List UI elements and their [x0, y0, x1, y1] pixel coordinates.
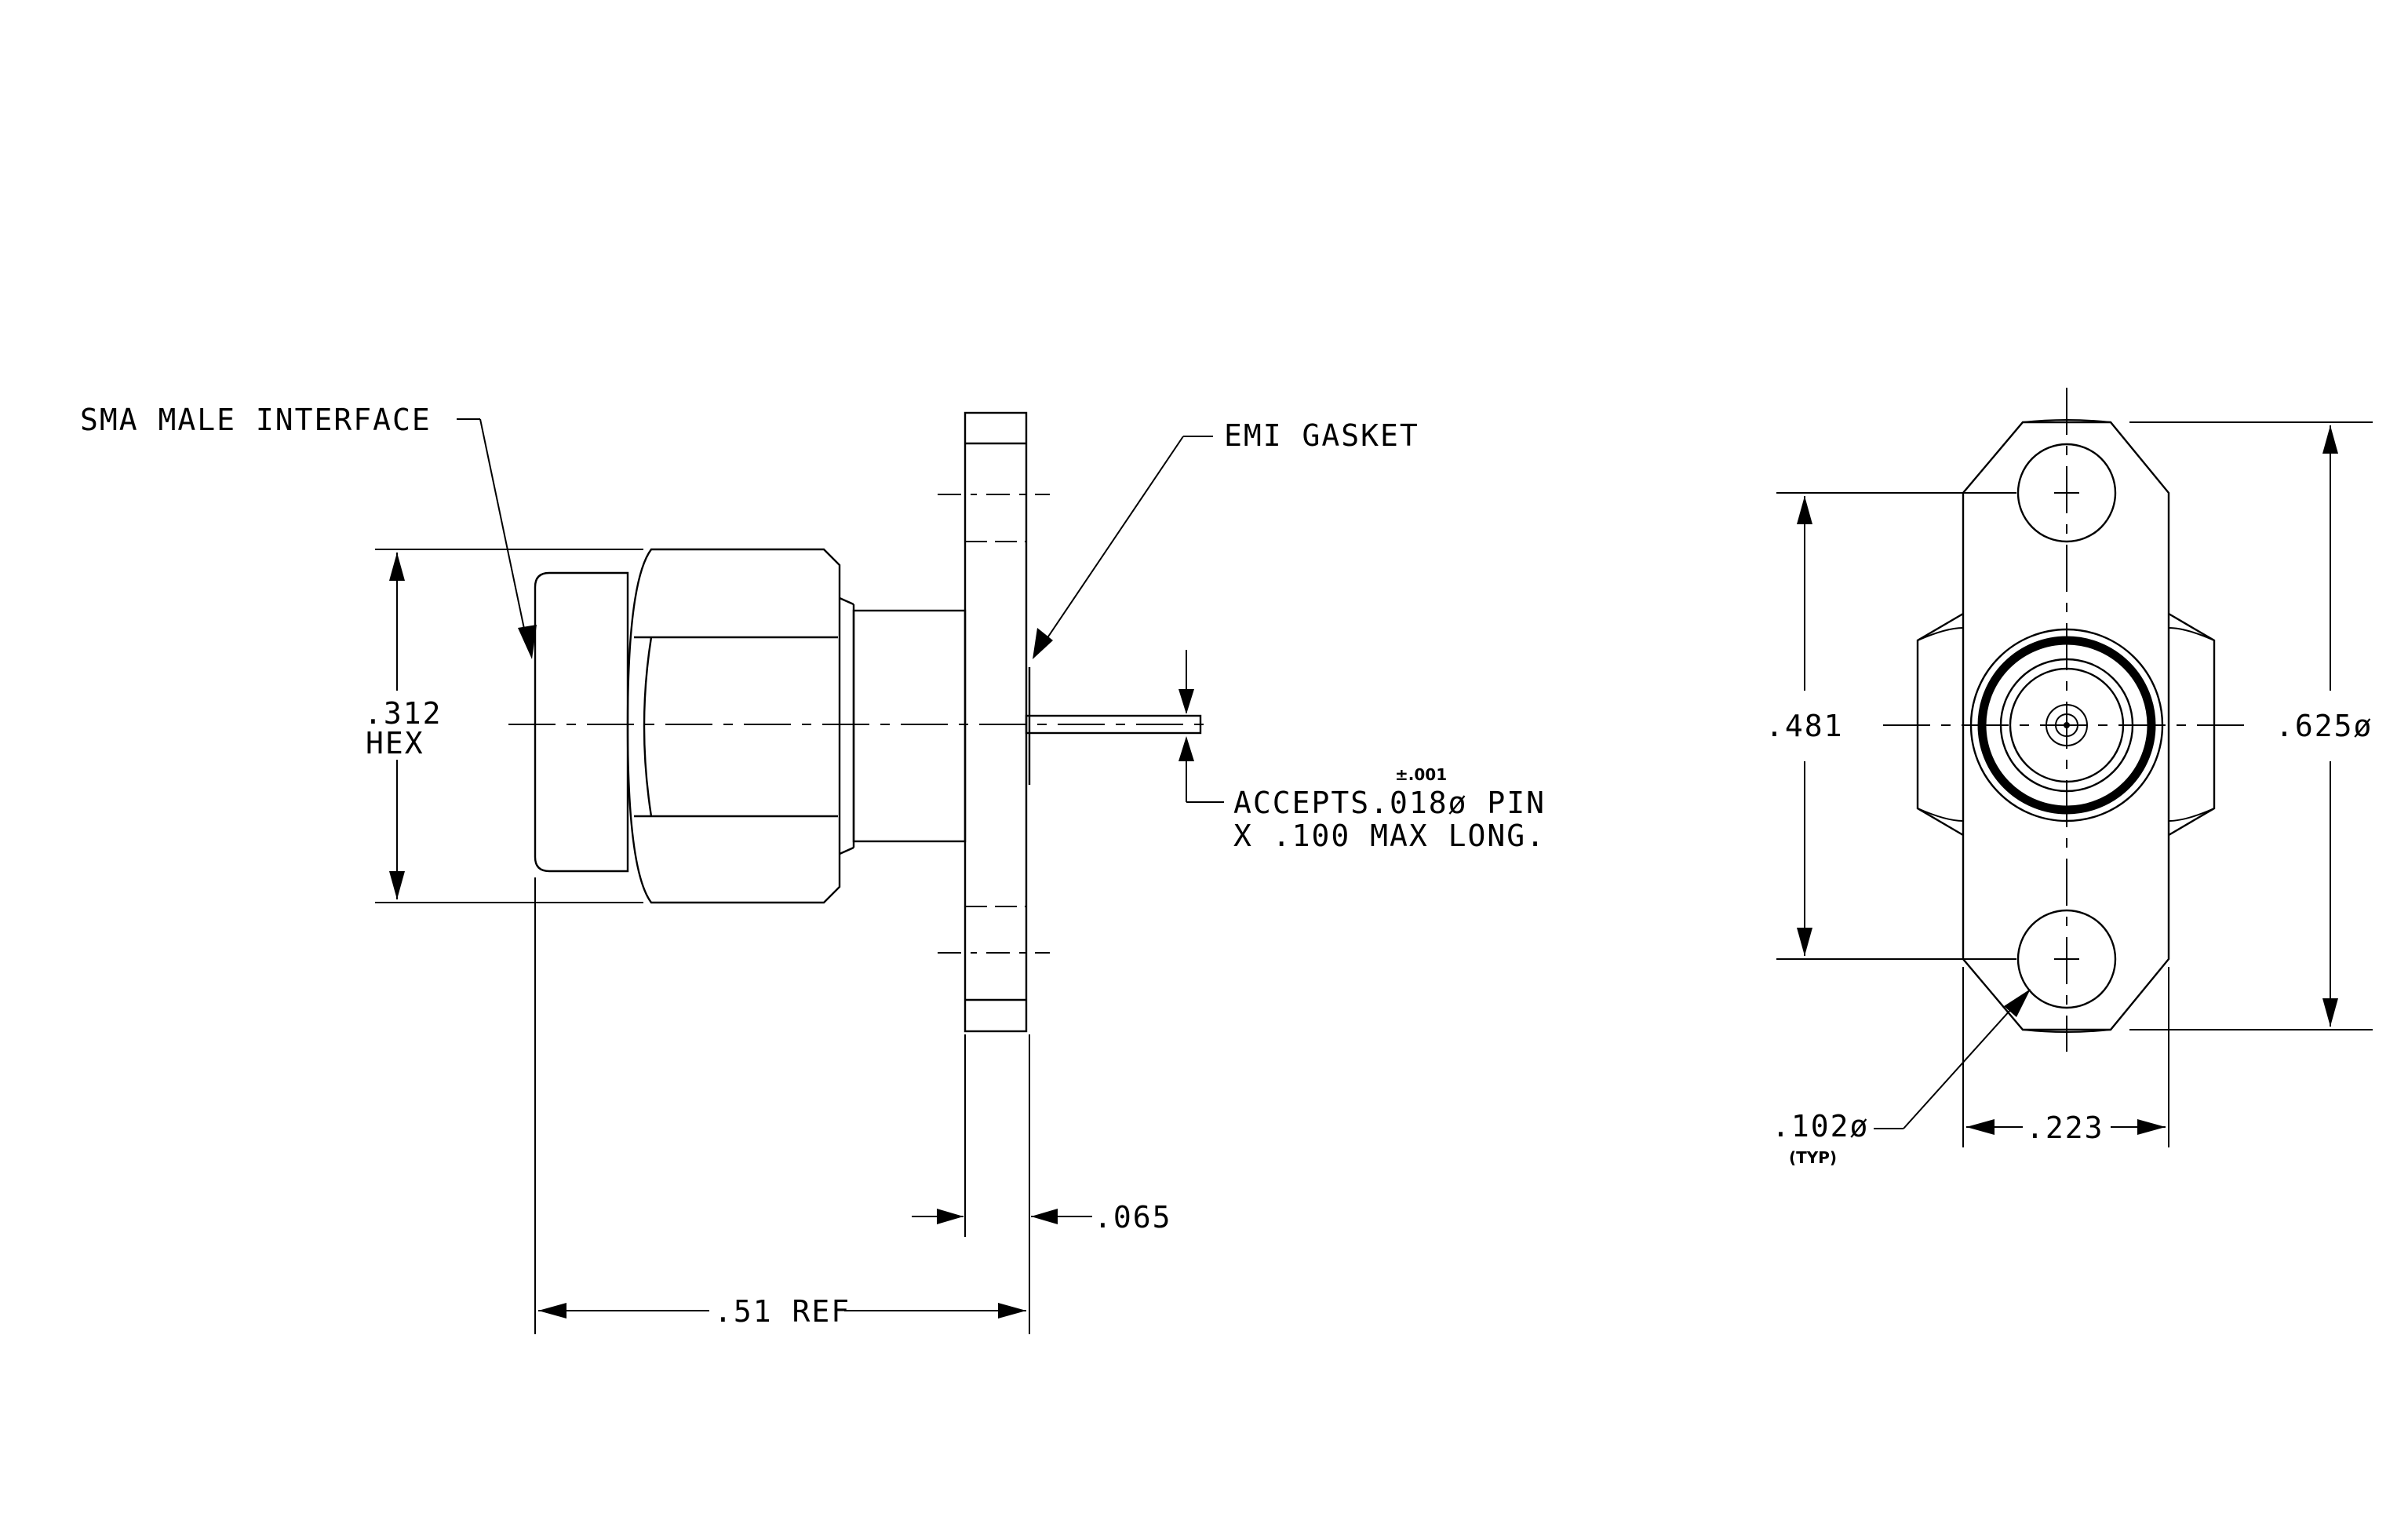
mounting-hole-top — [2016, 443, 2117, 543]
flange-diameter-dimension: .625ø — [2129, 421, 2373, 1030]
overall-length-value: .51 REF — [714, 1294, 851, 1329]
hole-diameter-callout: .102ø (TYP) — [1772, 989, 2031, 1167]
flange-thickness-value: .065 — [1094, 1200, 1172, 1235]
hex-dimension: .312 HEX — [364, 549, 643, 903]
accepts-line-1: ACCEPTS.018ø PIN — [1233, 786, 1546, 820]
sma-interface-callout: SMA MALE INTERFACE — [80, 403, 537, 659]
emi-gasket-callout: EMI GASKET — [1033, 418, 1419, 659]
body-tube — [852, 609, 967, 843]
flange-width-value: .223 — [2026, 1111, 2104, 1145]
hex-body — [626, 548, 841, 904]
hole-diameter-typ: (TYP) — [1789, 1148, 1837, 1167]
flange-diameter-value: .625ø — [2275, 709, 2373, 743]
flange-width-dimension: .223 — [1962, 967, 2169, 1147]
flange — [964, 411, 1028, 1033]
hex-size-word: HEX — [366, 726, 424, 760]
hole-spacing-value: .481 — [1765, 709, 1844, 743]
flange-thickness-dimension: .065 — [912, 1034, 1172, 1334]
pin-callout: ±.001 ACCEPTS.018ø PIN X .100 MAX LONG. — [1178, 650, 1546, 853]
side-view — [508, 411, 1208, 1033]
accepts-line-2: X .100 MAX LONG. — [1233, 819, 1546, 853]
mounting-hole-bottom — [2016, 909, 2117, 1009]
emi-gasket-label: EMI GASKET — [1224, 418, 1419, 453]
sma-interface-label: SMA MALE INTERFACE — [80, 403, 432, 437]
hole-diameter-value: .102ø — [1772, 1109, 1869, 1143]
pin-tolerance: ±.001 — [1395, 765, 1447, 784]
hole-spacing-dimension: .481 — [1765, 492, 2016, 960]
coupling-nut — [534, 571, 629, 873]
front-view — [1883, 388, 2250, 1052]
hex-size-value: .312 — [364, 696, 443, 731]
overall-length-dimension: .51 REF — [534, 877, 1026, 1334]
